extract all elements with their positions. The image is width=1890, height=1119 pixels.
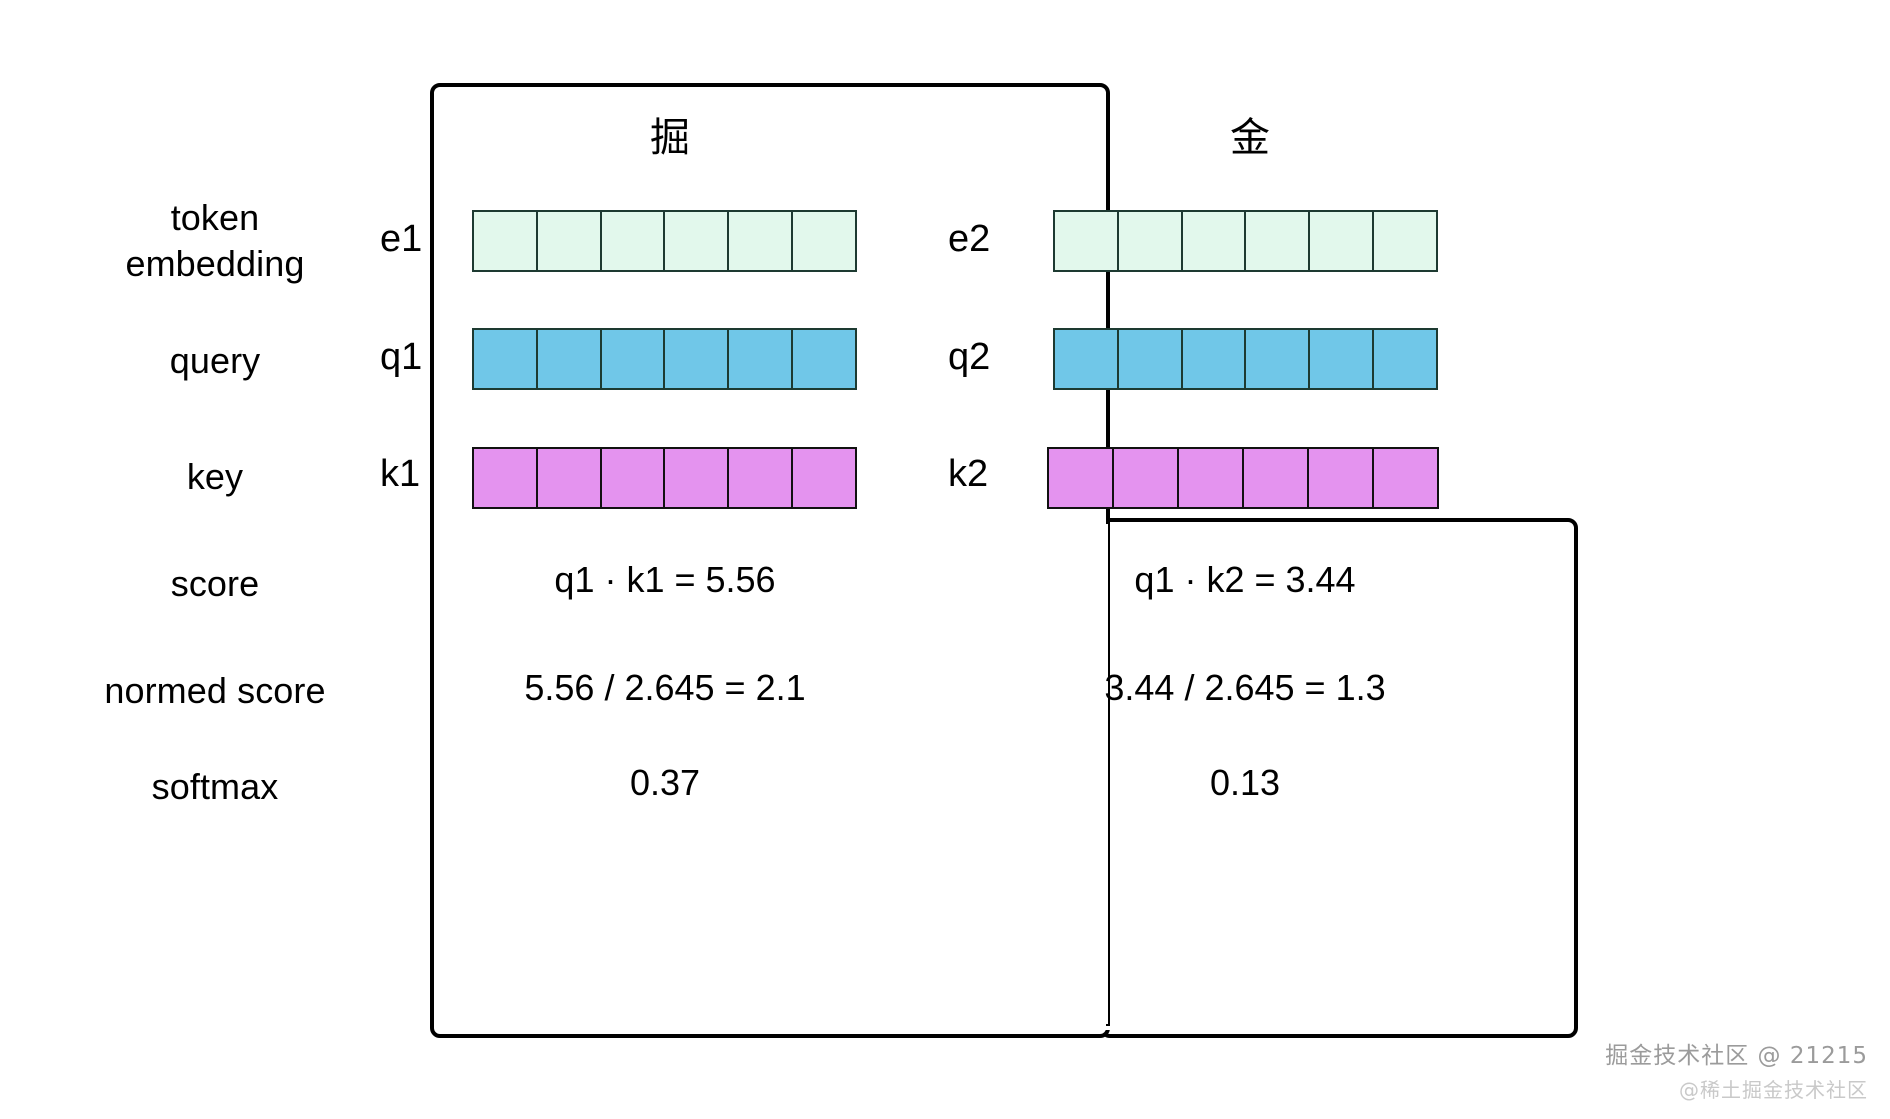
score-value-1: q1 · k1 = 5.56 [554,559,776,600]
vector-embedding-1 [472,210,857,272]
vector-cell [1242,447,1309,509]
row-label-token-embedding: token embedding [125,197,305,285]
normed-score-value-1: 5.56 / 2.645 = 2.1 [524,667,806,708]
vector-cell [1244,328,1311,390]
vector-cell [791,447,857,509]
vector-cell [472,210,538,272]
vector-cell [1112,447,1179,509]
vector-cell [663,210,730,272]
vector-cell [1116,328,1183,390]
vector-tag-k2: k2 [948,453,989,495]
vector-cell [1053,328,1119,390]
vector-key-1 [472,447,857,509]
row-label-query: query [169,340,261,381]
vector-cell [535,210,602,272]
score-value-2: q1 · k2 = 3.44 [1134,559,1356,600]
vector-cell [1116,210,1183,272]
column-token-1: 掘 [650,115,690,161]
softmax-value-2: 0.13 [1209,762,1281,803]
vector-cell [1180,328,1247,390]
vector-cell [1177,447,1244,509]
panel-seam-horizontal [1098,1026,1568,1030]
panel-seam-vertical [1104,524,1108,1024]
vector-cell [1308,210,1375,272]
row-label-normed-score: normed score [104,670,326,711]
watermark: 掘金技术社区 @ 21215 @稀土掘金技术社区 [1605,1036,1868,1103]
column-token-2: 金 [1230,115,1270,161]
vector-cell [535,447,602,509]
row-label-score: score [170,563,260,604]
vector-cell [663,328,730,390]
vector-cell [727,210,794,272]
vector-cell [663,447,730,509]
vector-cell [1372,210,1438,272]
vector-cell [727,447,794,509]
vector-tag-k1: k1 [380,453,421,495]
vector-cell [535,328,602,390]
vector-cell [472,328,538,390]
normed-score-value-2: 3.44 / 2.645 = 1.3 [1104,667,1386,708]
vector-embedding-2 [1053,210,1438,272]
softmax-value-1: 0.37 [629,762,701,803]
vector-cell [599,328,666,390]
vector-cell [1372,328,1438,390]
vector-cell [1053,210,1119,272]
vector-cell [599,210,666,272]
row-label-key: key [186,456,244,497]
vector-tag-e1: e1 [380,218,423,260]
vector-cell [1047,447,1114,509]
vector-query-1 [472,328,857,390]
vector-cell [1307,447,1374,509]
vector-query-2 [1053,328,1438,390]
vector-cell [1372,447,1439,509]
vector-key-2 [1047,447,1439,509]
vector-tag-e2: e2 [948,218,991,260]
vector-cell [791,210,857,272]
vector-cell [727,328,794,390]
vector-cell [1180,210,1247,272]
vector-cell [791,328,857,390]
vector-tag-q2: q2 [948,336,991,378]
vector-cell [1308,328,1375,390]
vector-cell [1244,210,1311,272]
row-label-softmax: softmax [151,766,279,807]
vector-cell [599,447,666,509]
vector-cell [472,447,538,509]
watermark-sub: @稀土掘金技术社区 [1679,1078,1868,1102]
vector-tag-q1: q1 [380,336,423,378]
attention-panel-back [1100,518,1578,1038]
watermark-main: 掘金技术社区 @ 21215 [1605,1043,1868,1069]
